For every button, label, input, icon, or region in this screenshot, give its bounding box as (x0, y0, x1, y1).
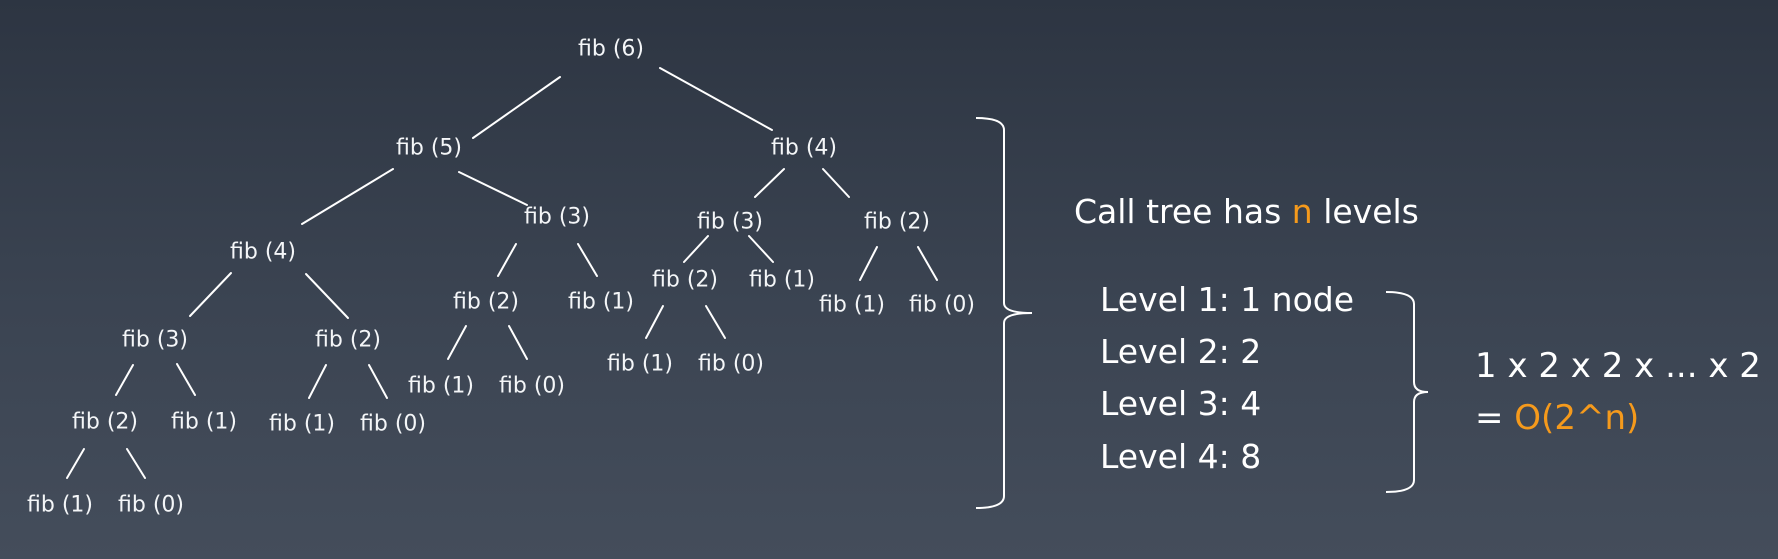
node-fib-3-mid: fib (3) (524, 204, 590, 230)
edge-2l-1 (66, 448, 85, 479)
edge-2r-0 (917, 246, 938, 281)
edge-3r-2ra (683, 235, 709, 263)
result-line: = O(2^n) (1475, 398, 1639, 438)
node-fib-3-right: fib (3) (697, 209, 763, 235)
level-1-line: Level 1: 1 node (1100, 280, 1355, 319)
edge-5-4l (301, 168, 394, 225)
node-fib-0-right-c: fib (0) (909, 292, 975, 318)
edge-2m-0 (508, 325, 528, 360)
edge-4r-2r (822, 168, 850, 198)
node-fib-4-left: fib (4) (230, 239, 296, 265)
edge-2r-1 (859, 246, 878, 281)
node-fib-1-right-c: fib (1) (819, 292, 885, 318)
node-fib-3-left: fib (3) (122, 327, 188, 353)
result-prefix: = (1475, 398, 1515, 438)
heading-variable: n (1291, 192, 1313, 231)
heading-suffix: levels (1312, 192, 1419, 231)
edge-6-4 (659, 67, 773, 131)
node-fib-1-right-a: fib (1) (749, 267, 815, 293)
edge-2ra-1 (645, 305, 664, 339)
edge-4r-3r (754, 168, 785, 198)
node-fib-2-right: fib (2) (864, 209, 930, 235)
edge-4l-3l (189, 272, 232, 317)
edge-2m-1 (447, 325, 467, 360)
node-fib-1-left-a: fib (1) (171, 409, 237, 435)
node-fib-2-right-a: fib (2) (652, 267, 718, 293)
level-4-line: Level 4: 8 (1100, 437, 1262, 476)
level-2-line: Level 2: 2 (1100, 332, 1262, 371)
node-fib-1-leaf-left: fib (1) (27, 492, 93, 518)
heading-prefix: Call tree has (1074, 192, 1292, 231)
edge-2ra-0 (705, 305, 726, 339)
node-fib-2-left-left: fib (2) (72, 409, 138, 435)
edge-6-5 (472, 76, 561, 139)
node-fib-2-mid: fib (2) (453, 289, 519, 315)
level-3-line: Level 3: 4 (1100, 384, 1262, 423)
node-fib-5: fib (5) (396, 135, 462, 161)
call-tree-heading: Call tree has n levels (1074, 192, 1419, 231)
product-line: 1 x 2 x 2 x ... x 2 (1475, 346, 1761, 386)
edge-2l-0 (126, 448, 146, 479)
node-fib-0-left-b: fib (0) (360, 411, 426, 437)
node-fib-4-right: fib (4) (771, 135, 837, 161)
edge-3l-1 (176, 363, 196, 396)
node-fib-1-left-b: fib (1) (269, 411, 335, 437)
node-fib-1-right-b: fib (1) (607, 351, 673, 377)
edge-3m-2m (497, 243, 517, 277)
node-fib-0-leaf-left: fib (0) (118, 492, 184, 518)
edge-2lr-1 (308, 364, 327, 399)
edge-5-3m (458, 171, 528, 206)
node-fib-2-left-right: fib (2) (315, 327, 381, 353)
levels-right-brace (1385, 291, 1429, 493)
node-fib-6: fib (6) (578, 36, 644, 62)
node-fib-0-mid-a: fib (0) (499, 373, 565, 399)
edge-4l-2l (305, 273, 349, 319)
edge-3l-2l (115, 364, 134, 396)
result-complexity: O(2^n) (1514, 398, 1640, 438)
edge-3r-1ra (748, 235, 774, 263)
tree-right-brace (975, 117, 1033, 509)
edge-3m-1m (577, 243, 598, 277)
node-fib-0-right-b: fib (0) (698, 351, 764, 377)
edge-2lr-0 (368, 364, 388, 399)
node-fib-1-mid: fib (1) (568, 289, 634, 315)
node-fib-1-mid-a: fib (1) (408, 373, 474, 399)
